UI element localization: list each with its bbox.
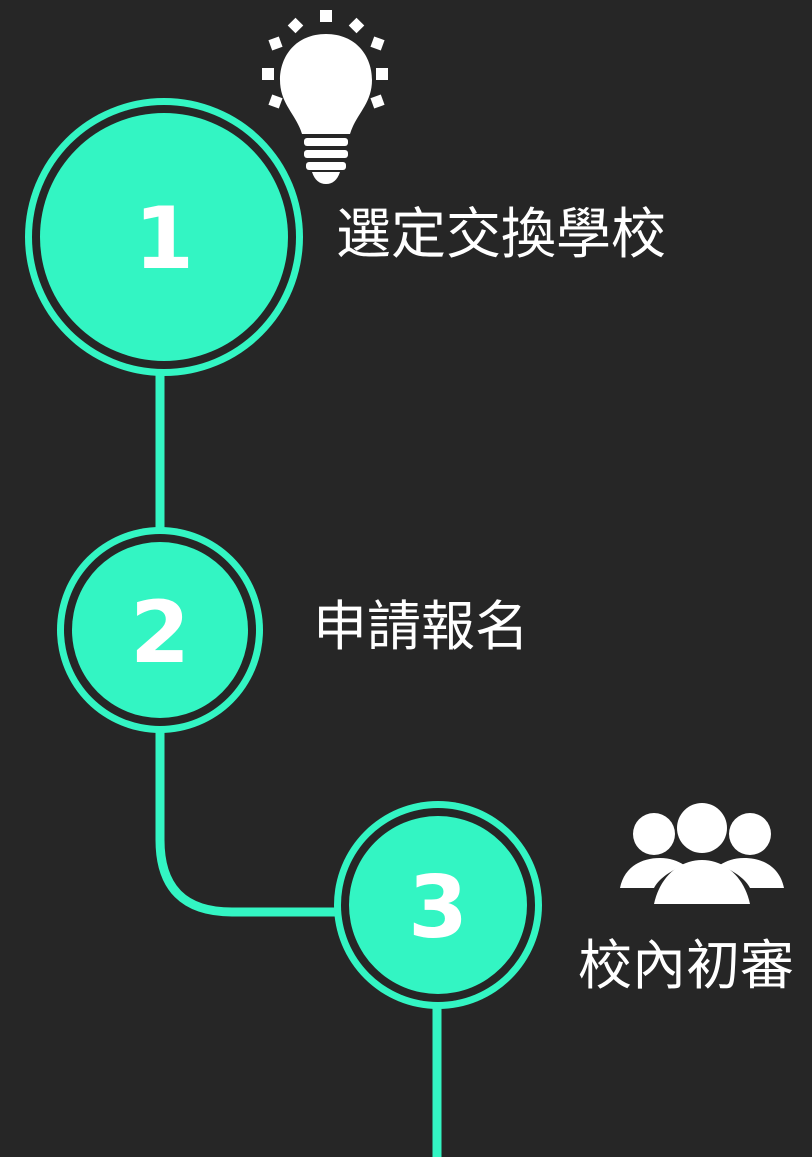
step-2-label: 申請報名 [313, 595, 529, 658]
step-3-node: 3 [334, 801, 542, 1009]
step-3-label: 校內初審 [578, 934, 794, 997]
step-2-number: 2 [130, 583, 190, 683]
step-3-inner-circle [349, 816, 527, 994]
step-1-inner-circle [40, 113, 288, 361]
lightbulb-icon [262, 10, 388, 184]
connector-2-3 [155, 710, 350, 917]
step-1-label: 選定交換學校 [336, 202, 667, 266]
step-1-node: 1 [25, 98, 303, 376]
step-3-number: 3 [408, 858, 468, 958]
step-2-node: 2 [57, 527, 263, 733]
step-2-inner-circle [72, 542, 248, 718]
step-1-number: 1 [134, 189, 194, 289]
people-group-icon [620, 803, 784, 904]
